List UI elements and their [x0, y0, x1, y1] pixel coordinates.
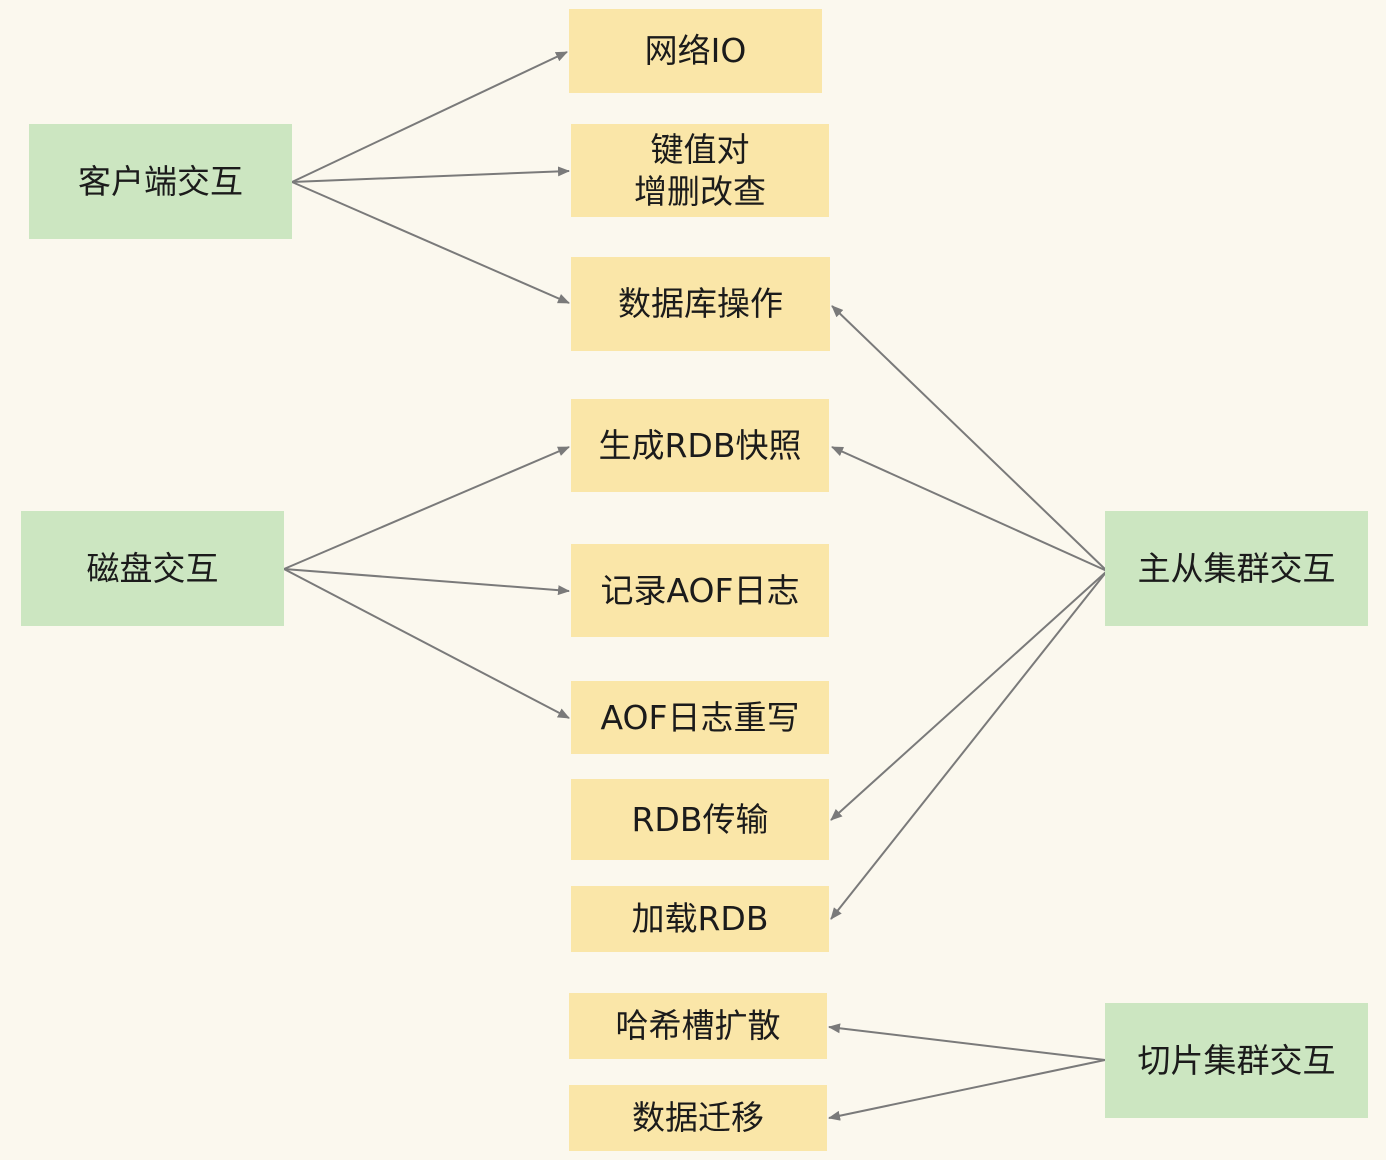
- node-disk-interaction: 磁盘交互: [21, 511, 284, 626]
- arrow-master-slave-to-rdb-snapshot: [831, 446, 1108, 572]
- node-label: RDB传输: [631, 799, 769, 839]
- arrow-client-to-kv-crud: [291, 166, 570, 183]
- arrow-master-slave-to-db-ops: [831, 305, 1108, 572]
- arrow-master-slave-to-rdb-transfer: [830, 570, 1108, 821]
- node-label: 加载RDB: [631, 899, 769, 938]
- arrow-disk-to-aof-rewrite: [283, 568, 570, 719]
- arrow-client-to-db-ops: [291, 181, 570, 304]
- node-aof-log: 记录AOF日志: [571, 544, 829, 637]
- node-rdb-snapshot: 生成RDB快照: [571, 399, 829, 492]
- node-sharding-interaction: 切片集群交互: [1105, 1003, 1368, 1118]
- node-label: 网络IO: [644, 31, 747, 70]
- arrow-master-slave-to-rdb-load: [830, 570, 1108, 920]
- node-label: 主从集群交互: [1137, 548, 1336, 588]
- node-label: 数据迁移: [632, 1098, 764, 1137]
- node-master-slave-interaction: 主从集群交互: [1105, 511, 1368, 626]
- node-db-operations: 数据库操作: [571, 257, 830, 351]
- node-label: 切片集群交互: [1137, 1040, 1336, 1080]
- node-kv-crud: 键值对 增删改查: [571, 124, 829, 217]
- node-rdb-load: 加载RDB: [571, 886, 829, 952]
- node-label: AOF日志重写: [600, 697, 800, 737]
- arrow-disk-to-aof-log: [283, 568, 570, 596]
- arrow-sharding-to-data-migration: [828, 1059, 1106, 1121]
- arrow-disk-to-rdb-snapshot: [283, 446, 570, 570]
- node-aof-rewrite: AOF日志重写: [571, 681, 829, 754]
- arrow-client-to-network-io: [291, 51, 568, 183]
- node-label: 哈希槽扩散: [615, 1006, 781, 1045]
- node-label: 生成RDB快照: [598, 425, 802, 465]
- node-data-migration: 数据迁移: [569, 1085, 827, 1151]
- arrow-sharding-to-hash-slot: [828, 1023, 1106, 1061]
- node-label: 客户端交互: [78, 161, 243, 201]
- node-label: 数据库操作: [618, 284, 783, 323]
- node-label: 磁盘交互: [86, 548, 219, 588]
- node-label: 记录AOF日志: [600, 570, 800, 610]
- node-label: 键值对 增删改查: [634, 129, 766, 211]
- node-rdb-transfer: RDB传输: [571, 779, 829, 860]
- node-network-io: 网络IO: [569, 9, 822, 93]
- node-hash-slot-spread: 哈希槽扩散: [569, 993, 827, 1059]
- node-client-interaction: 客户端交互: [29, 124, 292, 239]
